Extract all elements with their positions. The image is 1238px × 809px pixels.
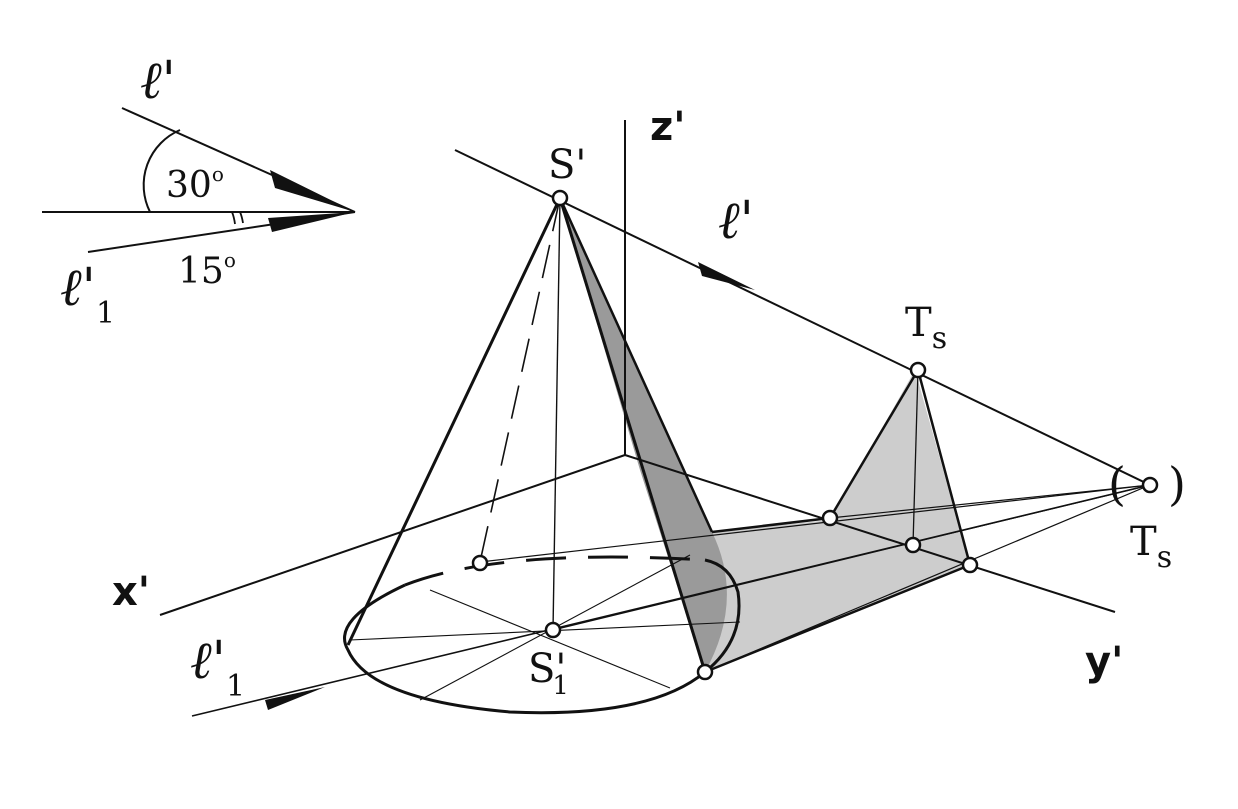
light-rays [191,149,1151,717]
cone-axis [552,197,561,631]
cone-right-generatrix [558,197,707,673]
ray-center-to-vanish [552,484,1151,631]
light-ray-through-apex [454,149,1151,486]
angle-30-label: 30o [166,162,224,206]
base-center-label: S'1 [528,646,569,701]
projection-arrowhead [268,212,355,232]
point-base-tangent [696,663,714,681]
shadow-outline [704,369,972,674]
shadow-edge-4 [711,516,831,534]
point-ts-top [909,361,927,379]
light-direction-arrowhead [270,170,355,212]
angle-arc-15-a [231,211,236,225]
ts-top-label: Ts [905,300,947,356]
point-ts-vanish [1141,476,1159,494]
y-axis-label: y' [1085,639,1123,685]
point-shadow-mid [904,536,922,554]
shadow-edge-2 [916,369,972,566]
cone-shadow-generatrix [558,197,714,533]
base-diameter-2 [429,589,671,689]
point-base-center [544,621,562,639]
shadows [560,198,970,672]
apex-label: S' [548,142,586,188]
point-labels: S' S'1 Ts Ts ( ) ℓ' ℓ'1 [190,142,1186,704]
cone-hidden-generatrix [479,197,561,563]
ray-ground-to-vanish [829,484,1151,519]
cone-base-hidden-arc [404,555,706,587]
direction-legend: 30o 15o ℓ' ℓ'1 [42,51,356,331]
ray-l1-prime-label: ℓ'1 [190,631,245,704]
point-base-back [471,554,489,572]
x-axis-label: x' [112,569,150,615]
point-shadow-left [821,509,839,527]
shadow-edge-1 [704,563,971,674]
light-ray-arrowhead [698,262,755,290]
projection-direction-label: ℓ'1 [60,258,115,331]
light-direction-label: ℓ' [140,51,176,111]
paren-right: ) [1168,457,1186,511]
ts-vanish-label: Ts [1130,519,1172,575]
ray-base-to-vanish-1 [479,484,1151,563]
angle-arc-15-b [239,211,244,224]
points [471,189,1159,681]
cone-left-generatrix [346,197,562,646]
x-axis-line [159,454,626,616]
angle-arc-30 [142,129,181,213]
shadow-vertical [912,369,919,546]
paren-left: ( [1108,457,1126,511]
y-axis-line [624,454,1116,613]
axes: z' x' y' [112,104,1123,685]
cone-self-shadow [560,198,727,672]
point-apex [551,189,569,207]
cone [343,197,741,715]
angle-15-label: 15o [178,248,236,292]
point-shadow-right [961,556,979,574]
z-axis-label: z' [650,104,686,150]
shadow-edge-3 [828,369,920,519]
projection-ray-arrowhead [265,687,325,710]
cone-base-visible-arc [343,558,741,715]
ray-l-prime-label: ℓ' [718,191,754,251]
